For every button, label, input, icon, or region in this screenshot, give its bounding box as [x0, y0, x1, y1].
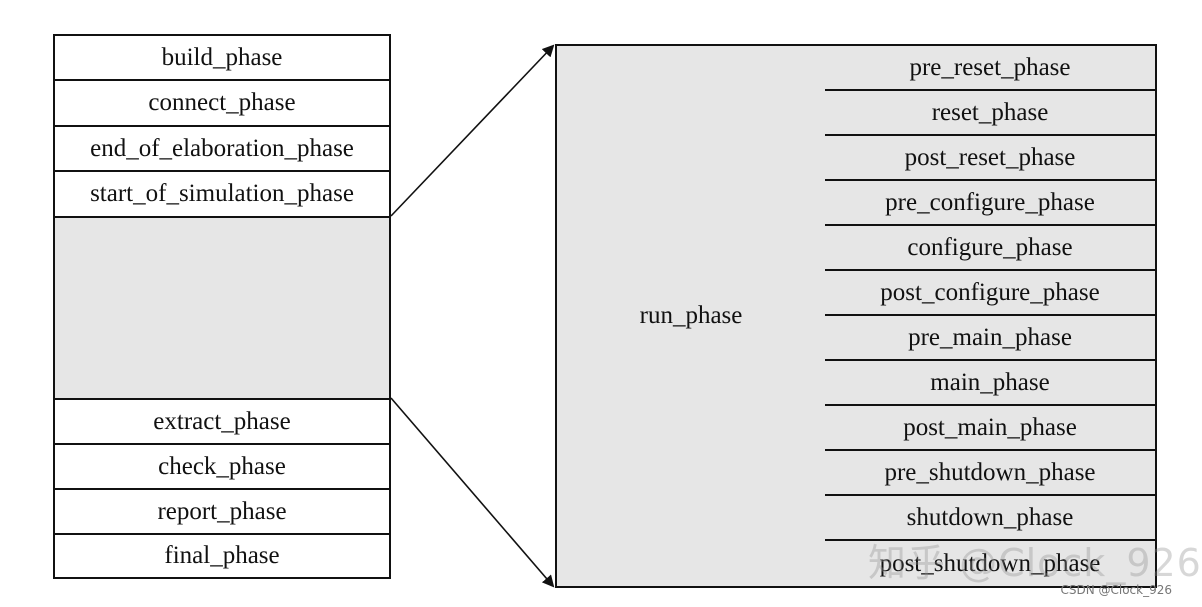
phase-check: check_phase [55, 445, 389, 490]
sub-phase-row: shutdown_phase [825, 496, 1155, 541]
common-phases-stack: build_phase connect_phase end_of_elabora… [53, 34, 391, 579]
phase-start-of-simulation: start_of_simulation_phase [55, 172, 389, 218]
phase-final: final_phase [164, 542, 280, 569]
sub-phase-row: post_main_phase [825, 406, 1155, 451]
sub-phase-row: pre_reset_phase [825, 46, 1155, 91]
sub-phase-row: post_shutdown_phase [825, 541, 1155, 586]
credit-text: CSDN @Clock_926 [1060, 583, 1172, 597]
sub-phase-row: post_reset_phase [825, 136, 1155, 181]
watermark: 知乎 @Clock_926 [868, 541, 1202, 585]
phase-end-of-elaboration: end_of_elaboration_phase [55, 127, 389, 172]
run-phase-placeholder [55, 218, 389, 400]
sub-phase-row: post_configure_phase [825, 271, 1155, 316]
phase-connect: connect_phase [55, 81, 389, 127]
sub-phase-row: reset_phase [825, 91, 1155, 136]
phase-extract: extract_phase [55, 400, 389, 445]
sub-phase-row: pre_shutdown_phase [825, 451, 1155, 496]
arrow-top [390, 44, 555, 217]
sub-phase-row: pre_configure_phase [825, 181, 1155, 226]
phase-build: build_phase [55, 36, 389, 81]
phase-report: report_phase [55, 490, 389, 535]
sub-phase-row: pre_main_phase [825, 316, 1155, 361]
arrow-bottom [390, 397, 555, 588]
sub-phase-row: configure_phase [825, 226, 1155, 271]
sub-phase-row: main_phase [825, 361, 1155, 406]
